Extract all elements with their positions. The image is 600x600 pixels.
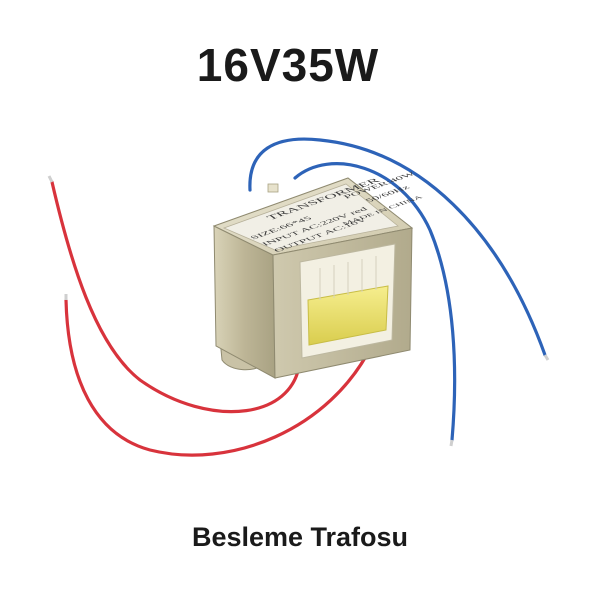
product-caption: Besleme Trafosu	[191, 522, 409, 552]
bobbin-ribs	[319, 256, 377, 300]
transformer-label	[222, 183, 399, 251]
red-wire-lower	[64, 298, 374, 457]
product-title: 16V35W	[196, 39, 380, 91]
coil	[307, 285, 389, 346]
red-wire-upper	[50, 180, 302, 414]
blue-wire-right	[293, 162, 457, 442]
blue-wire-left	[248, 137, 547, 357]
